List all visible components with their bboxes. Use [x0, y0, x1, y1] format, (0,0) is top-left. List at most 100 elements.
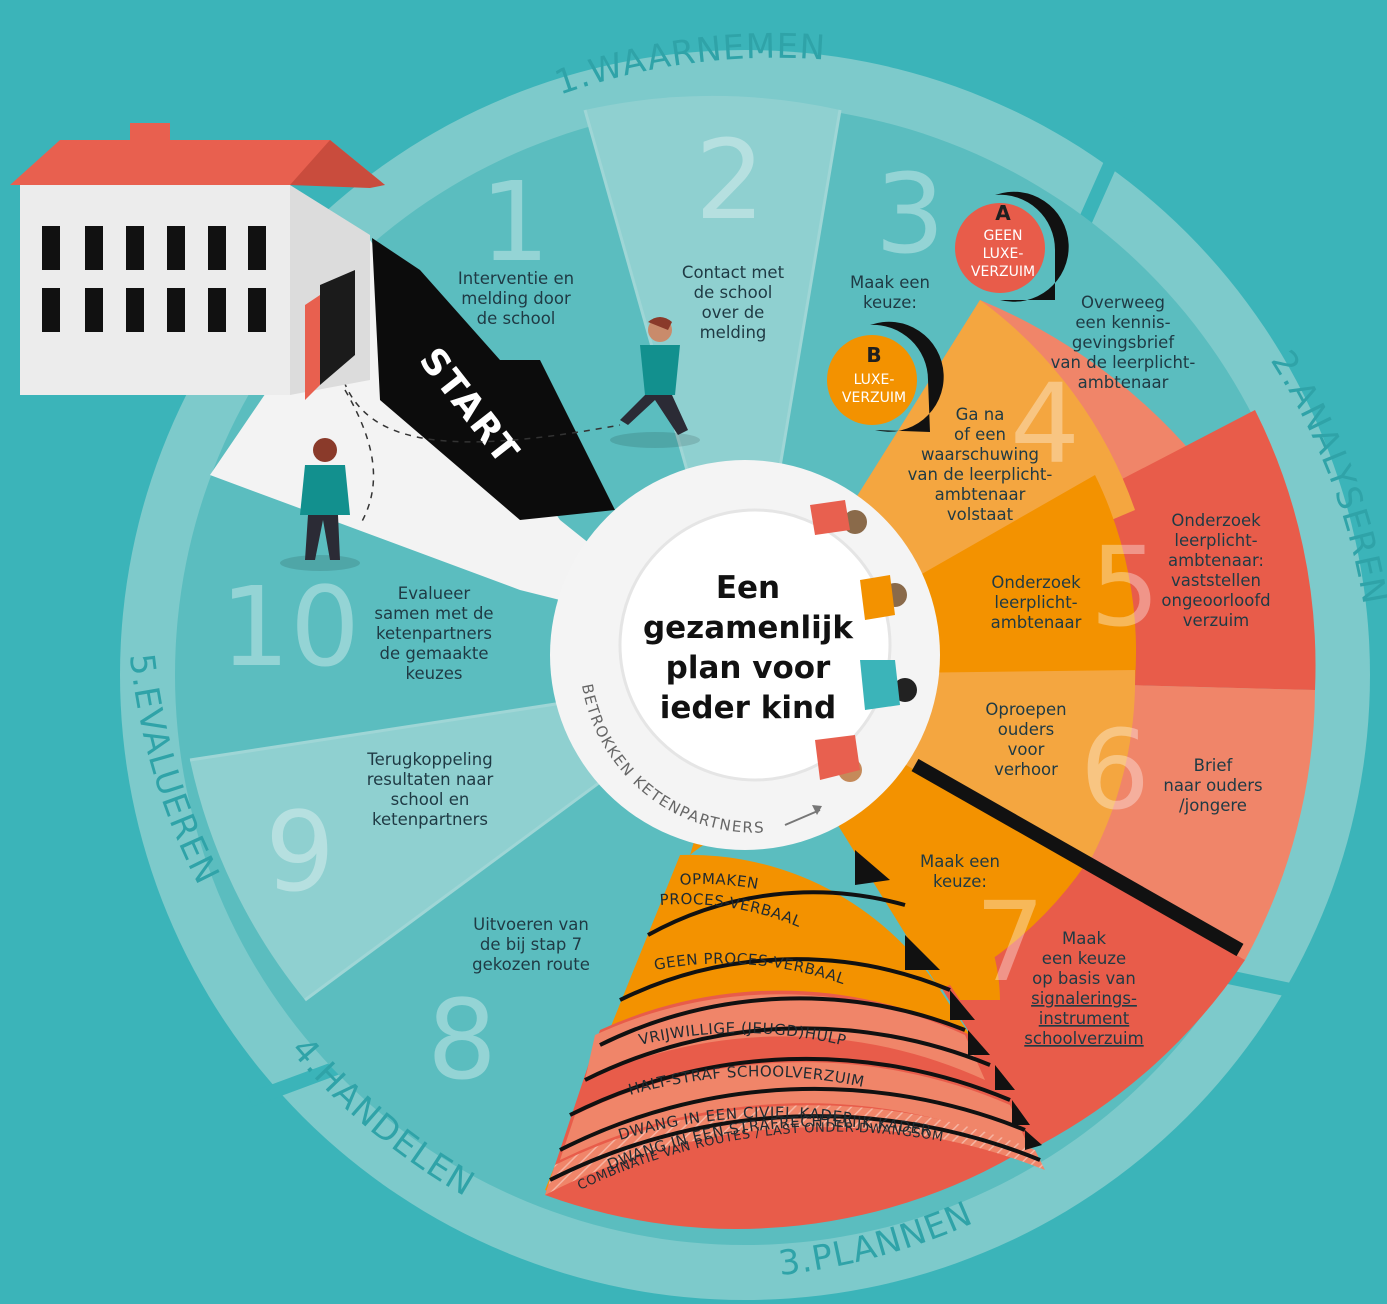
- svg-text:Uitvoeren van: Uitvoeren van: [473, 915, 589, 934]
- svg-text:ambtenaar: ambtenaar: [1078, 373, 1169, 392]
- svg-text:naar ouders: naar ouders: [1163, 776, 1262, 795]
- center-circle: [618, 508, 892, 782]
- step-4-number: 4: [1010, 360, 1080, 488]
- partners-arrow-head-icon: [812, 805, 822, 815]
- svg-text:Oproepen: Oproepen: [985, 700, 1066, 719]
- signaleringsinstrument-link-2[interactable]: instrument: [1039, 1009, 1130, 1028]
- svg-text:ketenpartners: ketenpartners: [376, 624, 492, 643]
- svg-text:Onderzoek: Onderzoek: [1171, 511, 1261, 530]
- pin-a-line-2: LUXE-: [983, 246, 1024, 262]
- signaleringsinstrument-link-3[interactable]: schoolverzuim: [1024, 1029, 1143, 1048]
- svg-text:ouders: ouders: [998, 720, 1055, 739]
- center-line-1: Een: [716, 570, 780, 606]
- svg-text:op basis van: op basis van: [1032, 969, 1136, 988]
- step-5-number: 5: [1090, 523, 1160, 651]
- svg-text:Maak een: Maak een: [920, 852, 1000, 871]
- svg-text:Interventie en: Interventie en: [458, 269, 574, 288]
- svg-text:Maak: Maak: [1062, 929, 1106, 948]
- step-8-number: 8: [427, 976, 497, 1104]
- svg-text:Maak een: Maak een: [850, 273, 930, 292]
- route-band-3: [560, 1062, 1030, 1160]
- svg-text:gevingsbrief: gevingsbrief: [1072, 333, 1175, 352]
- pin-b-letter: B: [866, 343, 881, 367]
- svg-text:verzuim: verzuim: [1183, 611, 1249, 630]
- svg-text:ambtenaar: ambtenaar: [935, 485, 1026, 504]
- svg-text:ketenpartners: ketenpartners: [372, 810, 488, 829]
- pin-b[interactable]: B LUXE- VERZUIM: [827, 321, 944, 432]
- step-3-number: 3: [875, 150, 945, 278]
- partner-figures: [810, 500, 917, 782]
- start-arrow: [372, 238, 615, 520]
- svg-text:de school: de school: [694, 283, 773, 302]
- school-building: [10, 123, 385, 400]
- route-arrows: [855, 850, 1042, 1150]
- svg-text:van de leerplicht-: van de leerplicht-: [1051, 353, 1196, 372]
- segment-2: [585, 95, 840, 675]
- pin-a-letter: A: [995, 201, 1011, 225]
- step-8-text: Uitvoeren van de bij stap 7 gekozen rout…: [472, 915, 590, 974]
- svg-text:Evalueer: Evalueer: [398, 584, 471, 603]
- svg-text:keuze:: keuze:: [933, 872, 987, 891]
- route-band-hatched: [545, 1105, 1045, 1195]
- route-opmaken[interactable]: OPMAKEN: [679, 870, 760, 893]
- step-2-number: 2: [695, 116, 765, 244]
- svg-text:keuzes: keuzes: [406, 664, 463, 683]
- svg-text:ambtenaar:: ambtenaar:: [1168, 551, 1264, 570]
- step-6-right-text: Brief naar ouders /jongere: [1163, 756, 1262, 815]
- svg-text:school en: school en: [391, 790, 470, 809]
- svg-text:gekozen route: gekozen route: [472, 955, 590, 974]
- svg-text:over de: over de: [702, 303, 765, 322]
- svg-text:volstaat: volstaat: [947, 505, 1014, 524]
- svg-text:de school: de school: [477, 309, 556, 328]
- svg-text:Onderzoek: Onderzoek: [991, 573, 1081, 592]
- svg-text:de bij stap 7: de bij stap 7: [480, 935, 582, 954]
- svg-text:keuze:: keuze:: [863, 293, 917, 312]
- step-6-number: 6: [1080, 706, 1150, 834]
- step-5-left-text: Onderzoek leerplicht- ambtenaar: [991, 573, 1082, 632]
- signaleringsinstrument-link-1[interactable]: signalerings-: [1031, 989, 1137, 1008]
- svg-text:Terugkoppeling: Terugkoppeling: [366, 750, 492, 769]
- step-9-number: 9: [265, 788, 335, 916]
- svg-text:leerplicht-: leerplicht-: [994, 593, 1077, 612]
- pin-b-line-2: VERZUIM: [842, 390, 906, 406]
- step-1-number: 1: [480, 158, 550, 286]
- walking-girl-figure: [610, 317, 700, 448]
- step-3-text: Maak een keuze:: [850, 273, 930, 312]
- pin-a-line-3: VERZUIM: [971, 264, 1035, 280]
- svg-text:verhoor: verhoor: [994, 760, 1058, 779]
- svg-text:/jongere: /jongere: [1179, 796, 1247, 815]
- svg-text:Ga na: Ga na: [956, 405, 1005, 424]
- step-10-text: Evalueer samen met de ketenpartners de g…: [374, 584, 493, 683]
- svg-text:melding door: melding door: [461, 289, 571, 308]
- svg-text:voor: voor: [1008, 740, 1045, 759]
- step-4-left-text: Ga na of een waarschuwing van de leerpli…: [908, 405, 1053, 524]
- step-9-text: Terugkoppeling resultaten naar school en…: [366, 750, 493, 829]
- svg-text:van de leerplicht-: van de leerplicht-: [908, 465, 1053, 484]
- step-1-text: Interventie en melding door de school: [458, 269, 574, 328]
- dashed-trails: [339, 369, 621, 526]
- svg-text:ongeoorloofd: ongeoorloofd: [1161, 591, 1270, 610]
- route-band-1: [585, 994, 985, 1080]
- svg-text:waarschuwing: waarschuwing: [921, 445, 1039, 464]
- standing-girl-figure: [280, 438, 360, 571]
- svg-text:resultaten naar: resultaten naar: [367, 770, 494, 789]
- step-4-right-text: Overweeg een kennis- gevingsbrief van de…: [1051, 293, 1196, 392]
- svg-text:een kennis-: een kennis-: [1075, 313, 1170, 332]
- pin-a[interactable]: A GEEN LUXE- VERZUIM: [955, 191, 1069, 302]
- svg-text:leerplicht-: leerplicht-: [1174, 531, 1257, 550]
- svg-text:Contact met: Contact met: [682, 263, 785, 282]
- svg-text:of een: of een: [954, 425, 1006, 444]
- partners-arrow-icon: [784, 809, 821, 826]
- svg-text:een keuze: een keuze: [1042, 949, 1126, 968]
- svg-text:Overweeg: Overweeg: [1081, 293, 1165, 312]
- svg-text:melding: melding: [700, 323, 767, 342]
- svg-text:Brief: Brief: [1194, 756, 1234, 775]
- svg-text:vaststellen: vaststellen: [1171, 571, 1261, 590]
- divider-bar: [911, 758, 1244, 957]
- center-line-3: plan voor: [666, 650, 831, 686]
- step-5-right-text: Onderzoek leerplicht- ambtenaar: vastste…: [1161, 511, 1270, 630]
- route-dividers: [549, 890, 1041, 1182]
- svg-text:samen met de: samen met de: [374, 604, 493, 623]
- step-2-text: Contact met de school over de melding: [682, 263, 785, 342]
